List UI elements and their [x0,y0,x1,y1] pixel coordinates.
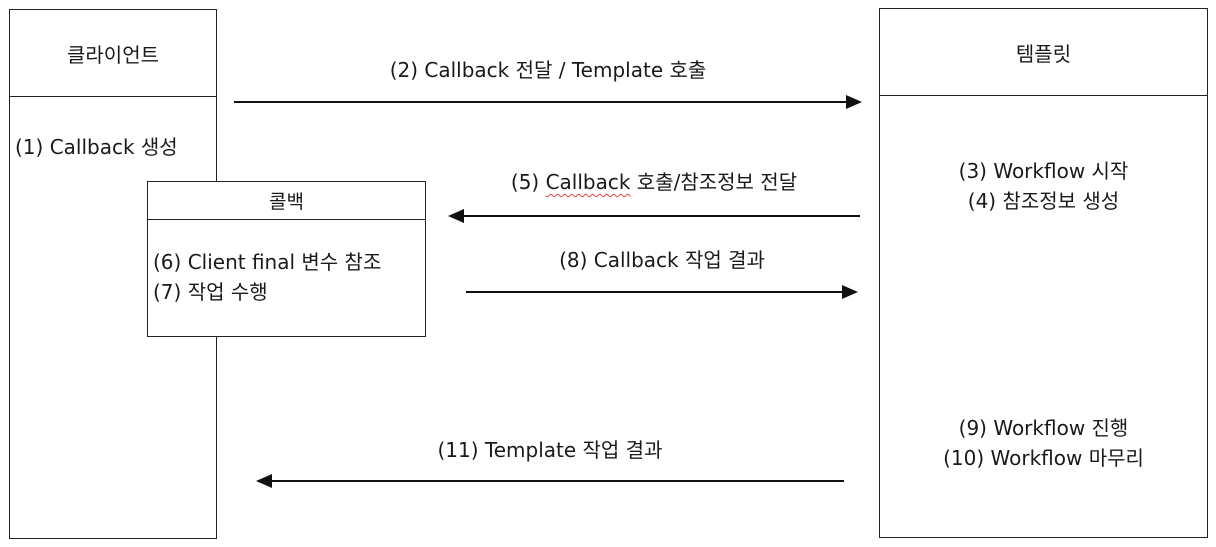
arrow-11-head [256,474,272,488]
template-box: 템플릿 [879,8,1208,538]
message-5-label: (5) Callback 호출/참조정보 전달 [510,170,798,194]
message-8-label: (8) Callback 작업 결과 [559,248,765,272]
step-10-label: (10) Workflow 마무리 [943,446,1144,470]
template-title: 템플릿 [880,9,1207,96]
message-11-label: (11) Template 작업 결과 [437,438,663,462]
arrow-2-head [846,95,862,109]
step-1-label: (1) Callback 생성 [15,135,178,159]
client-title: 클라이언트 [10,10,216,97]
step-6-label: (6) Client final 변수 참조 [153,250,382,274]
message-2-label: (2) Callback 전달 / Template 호출 [389,58,707,82]
arrow-8-head [842,285,858,299]
step-7-label: (7) 작업 수행 [153,280,268,304]
callback-box: 콜백 [147,181,426,337]
spellcheck-underline: Callback [545,170,631,194]
step-4-label: (4) 참조정보 생성 [967,189,1120,213]
step-3-label: (3) Workflow 시작 [958,159,1129,183]
callback-title: 콜백 [148,182,425,220]
arrow-5-head [448,209,464,223]
step-9-label: (9) Workflow 진행 [958,416,1129,440]
